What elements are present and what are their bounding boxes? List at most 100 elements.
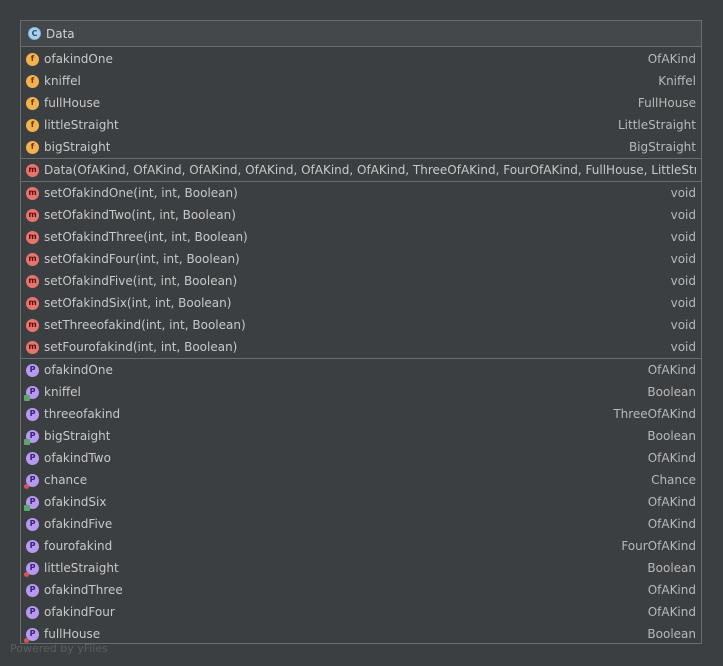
property-name: fourofakind xyxy=(44,539,113,553)
property-icon: P xyxy=(24,627,39,643)
property-name: bigStraight xyxy=(44,429,111,443)
method-return-type: void xyxy=(670,340,696,354)
property-name: threeofakind xyxy=(44,407,121,421)
property-row: P threeofakind ThreeOfAKind xyxy=(21,403,701,425)
property-row: P chance Chance xyxy=(21,469,701,491)
field-type: BigStraight xyxy=(628,140,696,154)
field-name: fullHouse xyxy=(44,96,101,110)
method-return-type: void xyxy=(670,252,696,266)
method-icon: m xyxy=(26,208,39,222)
property-icon-letter: P xyxy=(29,453,36,462)
property-icon-letter: P xyxy=(29,431,36,440)
property-icon-letter: P xyxy=(29,519,36,528)
property-icon-letter: P xyxy=(29,629,36,638)
property-icon: P xyxy=(26,583,39,597)
field-icon: f xyxy=(26,118,39,132)
field-row: f fullHouse FullHouse xyxy=(21,92,701,114)
properties-section: P ofakindOne OfAKind P kniffel Boolean P… xyxy=(21,359,701,643)
method-return-type: void xyxy=(670,296,696,310)
private-visibility-icon xyxy=(24,571,29,577)
public-visibility-icon xyxy=(24,394,30,401)
field-icon: f xyxy=(26,96,39,110)
method-row: m setOfakindTwo(int, int, Boolean) void xyxy=(21,204,701,226)
method-icon: m xyxy=(26,230,39,244)
constructor-signature: Data(OfAKind, OfAKind, OfAKind, OfAKind,… xyxy=(44,163,696,177)
method-icon: m xyxy=(26,186,39,200)
field-type: Kniffel xyxy=(658,74,696,88)
method-name: setOfakindTwo(int, int, Boolean) xyxy=(44,208,236,222)
field-type: OfAKind xyxy=(647,52,696,66)
property-row: P ofakindFour OfAKind xyxy=(21,601,701,623)
field-name: ofakindOne xyxy=(44,52,113,66)
method-name: setOfakindSix(int, int, Boolean) xyxy=(44,296,232,310)
private-visibility-icon xyxy=(24,637,29,643)
property-icon: P xyxy=(24,385,39,401)
property-name: kniffel xyxy=(44,385,81,399)
method-icon: m xyxy=(26,318,39,332)
class-node-data[interactable]: C Data f ofakindOne OfAKind f kniffel Kn… xyxy=(20,20,702,644)
property-icon: P xyxy=(24,561,39,577)
method-row: m setOfakindFive(int, int, Boolean) void xyxy=(21,270,701,292)
property-icon: P xyxy=(26,605,39,619)
public-visibility-icon xyxy=(24,438,30,445)
field-icon: f xyxy=(26,74,39,88)
property-type: Boolean xyxy=(647,385,696,399)
property-name: fullHouse xyxy=(44,627,101,641)
property-row: P littleStraight Boolean xyxy=(21,557,701,579)
property-type: OfAKind xyxy=(647,583,696,597)
class-header: C Data xyxy=(21,21,701,47)
property-type: OfAKind xyxy=(647,451,696,465)
constructor-section: m Data(OfAKind, OfAKind, OfAKind, OfAKin… xyxy=(21,159,701,182)
property-row: P kniffel Boolean xyxy=(21,381,701,403)
property-row: P ofakindOne OfAKind xyxy=(21,359,701,381)
property-icon: P xyxy=(24,473,39,489)
private-visibility-icon xyxy=(24,483,29,489)
method-icon: m xyxy=(26,252,39,266)
method-return-type: void xyxy=(670,208,696,222)
constructor-row: m Data(OfAKind, OfAKind, OfAKind, OfAKin… xyxy=(21,159,701,181)
property-icon: P xyxy=(26,451,39,465)
field-row: f bigStraight BigStraight xyxy=(21,136,701,158)
property-icon: P xyxy=(26,407,39,421)
method-name: setThreeofakind(int, int, Boolean) xyxy=(44,318,246,332)
property-name: ofakindOne xyxy=(44,363,113,377)
fields-section: f ofakindOne OfAKind f kniffel Kniffel f… xyxy=(21,47,701,159)
field-row: f ofakindOne OfAKind xyxy=(21,48,701,70)
property-row: P ofakindThree OfAKind xyxy=(21,579,701,601)
property-name: ofakindSix xyxy=(44,495,107,509)
property-name: ofakindThree xyxy=(44,583,123,597)
method-name: setOfakindFive(int, int, Boolean) xyxy=(44,274,238,288)
property-row: P fullHouse Boolean xyxy=(21,623,701,643)
property-icon: P xyxy=(24,495,39,511)
class-icon: C xyxy=(28,27,41,40)
method-row: m setOfakindSix(int, int, Boolean) void xyxy=(21,292,701,314)
property-type: OfAKind xyxy=(647,517,696,531)
property-name: ofakindFive xyxy=(44,517,113,531)
property-type: OfAKind xyxy=(647,605,696,619)
property-name: ofakindTwo xyxy=(44,451,111,465)
method-row: m setThreeofakind(int, int, Boolean) voi… xyxy=(21,314,701,336)
property-icon-letter: P xyxy=(29,365,36,374)
property-type: Boolean xyxy=(647,429,696,443)
property-icon-letter: P xyxy=(29,563,36,572)
property-icon-letter: P xyxy=(29,607,36,616)
method-row: m setOfakindOne(int, int, Boolean) void xyxy=(21,182,701,204)
property-type: Chance xyxy=(651,473,696,487)
method-icon: m xyxy=(26,274,39,288)
field-name: bigStraight xyxy=(44,140,111,154)
method-row: m setFourofakind(int, int, Boolean) void xyxy=(21,336,701,358)
property-type: Boolean xyxy=(647,627,696,641)
field-icon: f xyxy=(26,140,39,154)
property-row: P bigStraight Boolean xyxy=(21,425,701,447)
property-icon-letter: P xyxy=(29,475,36,484)
field-type: FullHouse xyxy=(637,96,696,110)
field-type: LittleStraight xyxy=(617,118,696,132)
property-icon-letter: P xyxy=(29,387,36,396)
property-row: P ofakindSix OfAKind xyxy=(21,491,701,513)
method-return-type: void xyxy=(670,230,696,244)
class-name: Data xyxy=(46,26,75,41)
field-row: f kniffel Kniffel xyxy=(21,70,701,92)
field-name: littleStraight xyxy=(44,118,119,132)
property-name: chance xyxy=(44,473,88,487)
method-return-type: void xyxy=(670,274,696,288)
